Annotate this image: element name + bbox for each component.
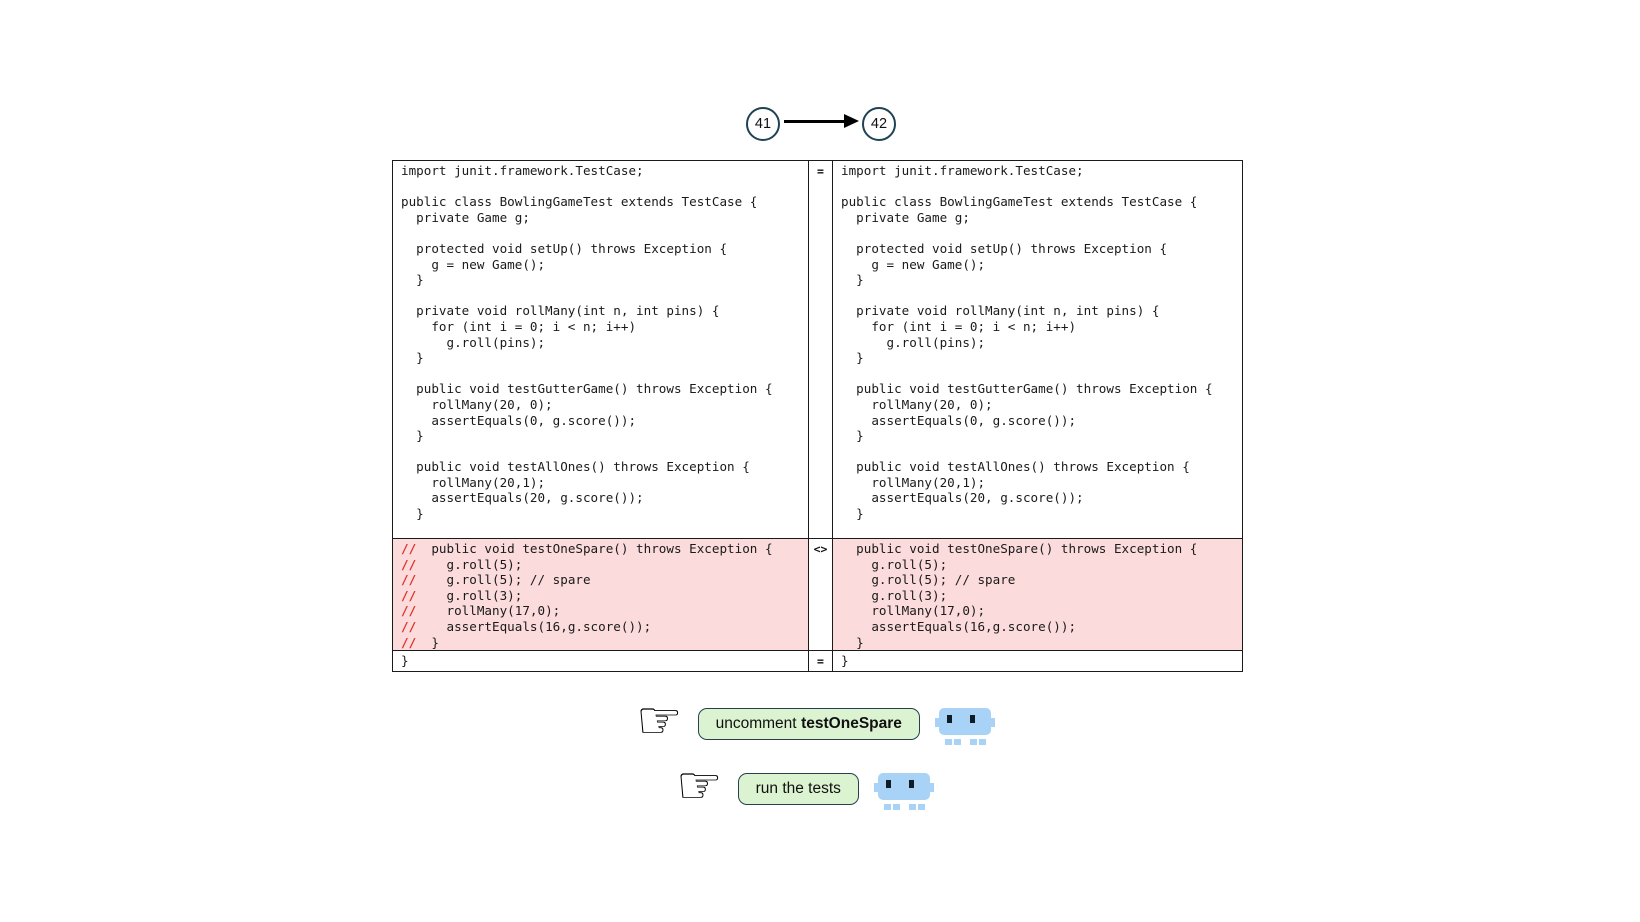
right-arrowhead-icon	[844, 114, 859, 128]
version-from-label: 41	[754, 116, 772, 132]
version-badge-from: 41	[746, 107, 780, 141]
pointing-hand-icon: ☞	[636, 691, 683, 751]
diff-right-code-unchanged: import junit.framework.TestCase;public c…	[833, 161, 1242, 538]
button-label: run the tests	[755, 780, 841, 797]
changed-marker: <>	[813, 542, 828, 556]
diff-right-code-uncommented: public void testOneSpare() throws Except…	[833, 539, 1242, 650]
diff-section-closing: } = }	[393, 650, 1242, 671]
button-label: uncomment	[715, 715, 797, 732]
robot-icon	[934, 707, 995, 749]
robot-eye-left	[885, 779, 891, 788]
pointing-hand-icon: ☞	[676, 756, 723, 816]
code-diff-table: import junit.framework.TestCase;public c…	[392, 160, 1243, 672]
robot-eye-left	[946, 714, 952, 723]
diff-gutter-equal-bottom: =	[808, 651, 833, 671]
diff-section-unchanged: import junit.framework.TestCase;public c…	[393, 161, 1242, 538]
right-arrow-icon	[784, 120, 846, 123]
robot-ear-right	[989, 717, 995, 727]
diff-gutter-equal-top: =	[808, 161, 833, 538]
equal-marker: =	[817, 164, 824, 178]
diff-left-closing-brace: }	[393, 651, 808, 671]
robot-eye-right	[908, 779, 914, 788]
equal-marker: =	[817, 654, 824, 668]
robot-eye-right	[969, 714, 975, 723]
robot-icon	[873, 772, 934, 814]
diff-section-changed: // public void testOneSpare() throws Exc…	[393, 538, 1242, 650]
diff-gutter-changed: <>	[808, 539, 833, 650]
step-run-tests: ☞ run the tests	[676, 756, 934, 816]
robot-ear-right	[928, 782, 934, 792]
version-to-label: 42	[870, 116, 888, 132]
diff-left-code-unchanged: import junit.framework.TestCase;public c…	[393, 161, 808, 538]
diff-left-code-commented: // public void testOneSpare() throws Exc…	[393, 539, 808, 650]
button-label-bold: testOneSpare	[801, 715, 902, 732]
run-the-tests-button[interactable]: run the tests	[737, 773, 859, 805]
robot-ear-left	[934, 717, 940, 727]
diff-right-closing-brace: }	[833, 651, 1242, 671]
version-badge-to: 42	[862, 107, 896, 141]
robot-ear-left	[873, 782, 879, 792]
